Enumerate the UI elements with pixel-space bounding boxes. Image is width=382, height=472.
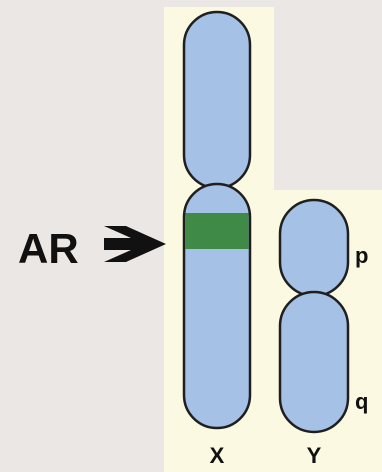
x-short-arm <box>182 10 252 190</box>
x-chromosome-label: X <box>210 443 225 468</box>
x-chromosome <box>182 10 252 430</box>
y-short-arm <box>278 198 350 298</box>
gene-label: AR <box>18 225 79 272</box>
y-chromosome <box>278 198 350 434</box>
long-arm-label: q <box>355 389 368 414</box>
y-long-arm <box>278 290 350 434</box>
arrow-right-icon <box>104 226 166 262</box>
short-arm-label: p <box>355 243 368 268</box>
y-chromosome-label: Y <box>307 443 322 468</box>
ar-gene-band <box>185 213 249 249</box>
